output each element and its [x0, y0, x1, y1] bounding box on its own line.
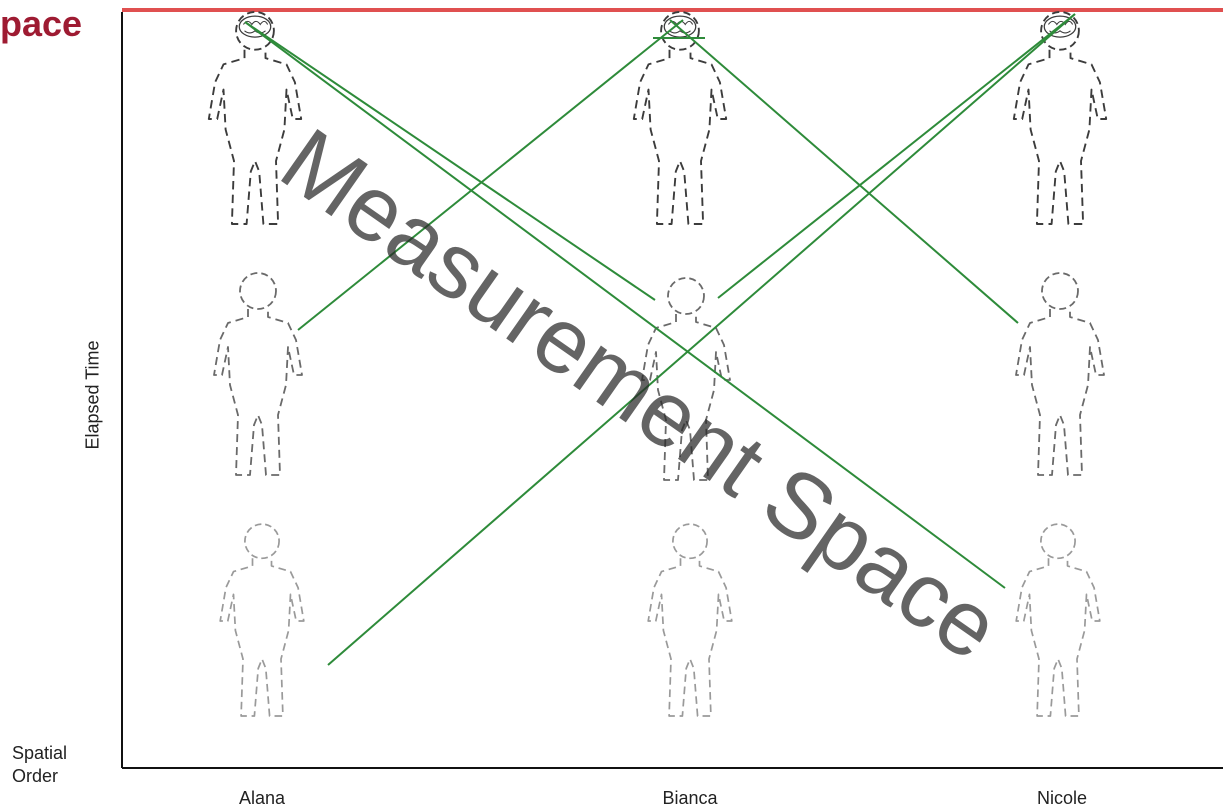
connection-line	[244, 21, 656, 301]
connection-line	[327, 13, 1076, 666]
connection-line	[297, 19, 684, 331]
connection-line	[669, 19, 1019, 324]
x-axis-corner-label: Spatial Order	[12, 743, 68, 787]
figure-bianca-row1	[632, 10, 728, 225]
connection-line	[717, 13, 1076, 299]
figure-bianca-row3	[647, 523, 733, 717]
slide-title-fragment: pace	[0, 3, 83, 44]
figure-nicole-row2	[1015, 272, 1105, 476]
figure-alana-row2	[213, 272, 303, 476]
figure-nicole-row3	[1015, 523, 1101, 717]
figure-alana-row1	[207, 10, 303, 225]
figure-nicole-row1	[1012, 10, 1108, 225]
x-label-bianca: Bianca	[662, 788, 718, 808]
x-label-alana: Alana	[238, 788, 286, 808]
x-label-nicole: Nicole	[1036, 788, 1088, 808]
y-axis-label: Elapsed Time	[82, 340, 103, 450]
connection-line	[244, 21, 1006, 589]
figure-alana-row3	[219, 523, 305, 717]
